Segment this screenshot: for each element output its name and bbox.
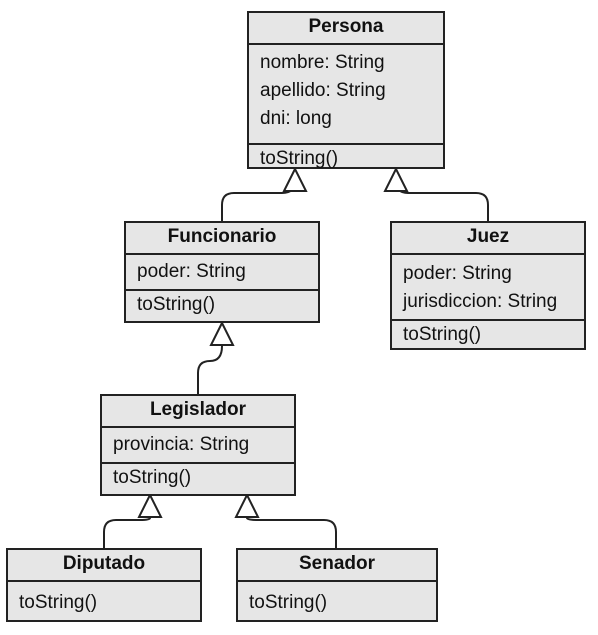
link-juez-persona [395, 180, 489, 222]
operation: toString() [19, 592, 98, 613]
attributes-compartment: nombre: String apellido: String dni: lon… [249, 45, 443, 145]
class-senador[interactable]: Senador toString() [236, 548, 438, 622]
arrowhead-juez-persona [383, 166, 409, 192]
class-name: Diputado [8, 550, 200, 582]
attribute: nombre: String [260, 52, 385, 73]
class-juez[interactable]: Juez poder: String jurisdiccion: String … [390, 221, 586, 350]
arrowhead-diputado-legislador [137, 492, 163, 518]
class-name: Senador [238, 550, 436, 582]
operation: toString() [137, 294, 216, 315]
attribute: provincia: String [113, 434, 250, 455]
operation: toString() [249, 592, 328, 613]
class-funcionario[interactable]: Funcionario poder: String toString() [124, 221, 320, 323]
operations-compartment: toString() [8, 582, 200, 617]
class-name: Juez [392, 223, 584, 255]
operation: toString() [403, 324, 482, 345]
operations-compartment: toString() [249, 145, 443, 173]
attribute: apellido: String [260, 80, 386, 101]
link-funcionario-persona [221, 180, 296, 222]
attribute: poder: String [403, 263, 512, 284]
attribute: poder: String [137, 261, 246, 282]
attributes-compartment: provincia: String [102, 428, 294, 464]
class-diputado[interactable]: Diputado toString() [6, 548, 202, 622]
operations-compartment: toString() [126, 291, 318, 319]
arrowhead-legislador-funcionario [209, 320, 235, 346]
operations-compartment: toString() [238, 582, 436, 617]
operation: toString() [113, 467, 192, 488]
attributes-compartment: poder: String [126, 255, 318, 291]
class-name: Persona [249, 13, 443, 45]
attribute: dni: long [260, 108, 332, 129]
operation: toString() [260, 148, 339, 169]
class-legislador[interactable]: Legislador provincia: String toString() [100, 394, 296, 496]
link-senador-legislador [246, 517, 337, 549]
link-legislador-funcionario [197, 345, 223, 395]
attributes-compartment: poder: String jurisdiccion: String [392, 255, 584, 321]
link-diputado-legislador [103, 517, 151, 549]
class-persona[interactable]: Persona nombre: String apellido: String … [247, 11, 445, 169]
arrowhead-senador-legislador [234, 492, 260, 518]
arrowhead-funcionario-persona [282, 166, 308, 192]
operations-compartment: toString() [392, 321, 584, 349]
class-name: Funcionario [126, 223, 318, 255]
attribute: jurisdiccion: String [403, 291, 558, 312]
operations-compartment: toString() [102, 464, 294, 492]
class-name: Legislador [102, 396, 294, 428]
